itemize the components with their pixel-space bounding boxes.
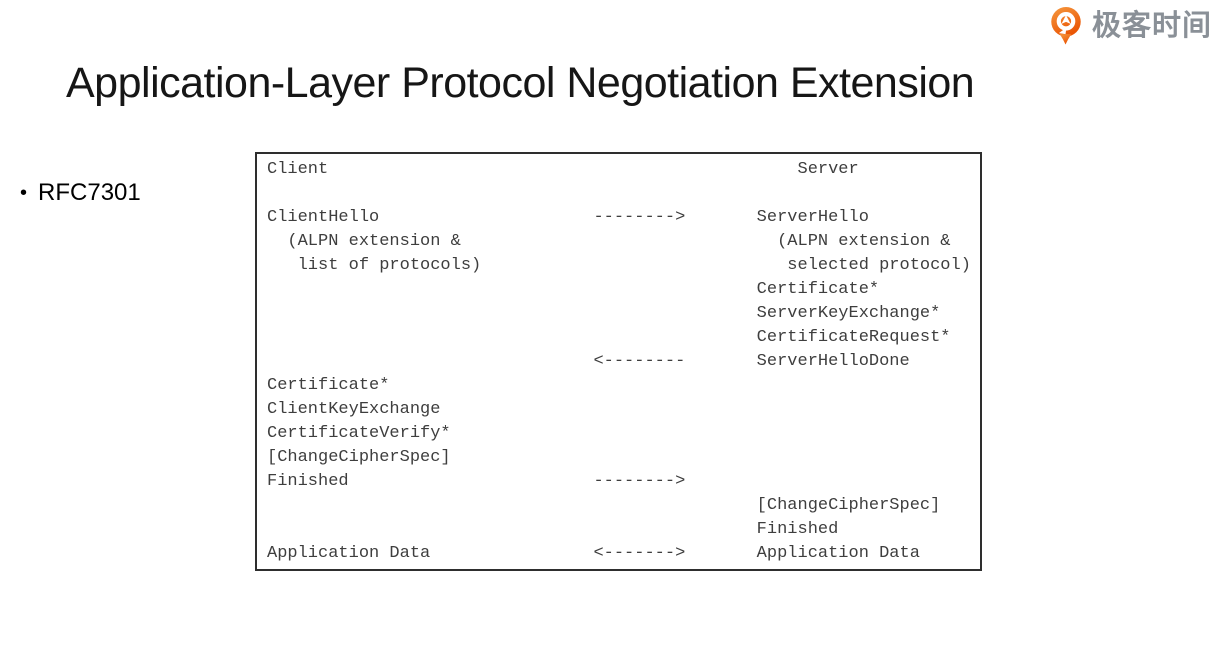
bullet-item-rfc: • RFC7301 <box>20 179 141 206</box>
geektime-logo-icon <box>1051 7 1081 45</box>
geektime-logo-text: 极客时间 <box>1091 10 1212 42</box>
slide-title: Application-Layer Protocol Negotiation E… <box>66 58 975 107</box>
alpn-handshake-figure-box: Client Server ClientHello --------> Serv… <box>255 152 982 571</box>
bullet-marker: • <box>20 182 28 205</box>
handshake-ascii-diagram: Client Server ClientHello --------> Serv… <box>267 160 971 563</box>
geektime-logo: 极客时间 <box>1047 5 1212 48</box>
bullet-text-rfc7301: RFC7301 <box>38 179 141 206</box>
